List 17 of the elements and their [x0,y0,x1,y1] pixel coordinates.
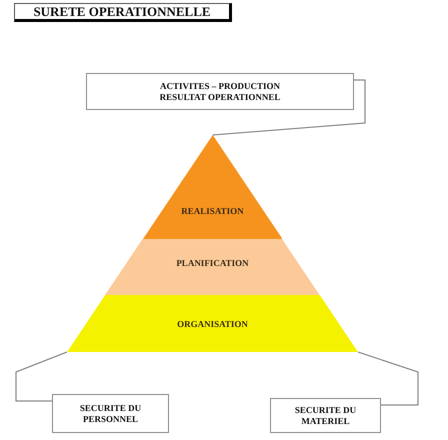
tier-label: ORGANISATION [177,319,248,330]
pyramid-tier [142,135,282,239]
box-text: SECURITE DU MATERIEL [294,404,358,426]
box-text: ACTIVITES – PRODUCTION [160,80,280,92]
info-box [86,73,354,110]
connector-line [212,80,366,136]
info-box [270,398,381,433]
pyramid-tier [105,239,320,295]
pyramid-tier [67,295,358,352]
info-box [52,394,169,433]
tier-label: PLANIFICATION [176,258,249,269]
connector-line [358,352,418,406]
connector-line [16,352,68,402]
tier-label: REALISATION [181,206,244,217]
title: SURETE OPERATIONNELLE [14,3,232,22]
box-text: SECURITE DU PERSONNEL [78,402,142,424]
box-text: RESULTAT OPERATIONNEL [160,92,280,102]
